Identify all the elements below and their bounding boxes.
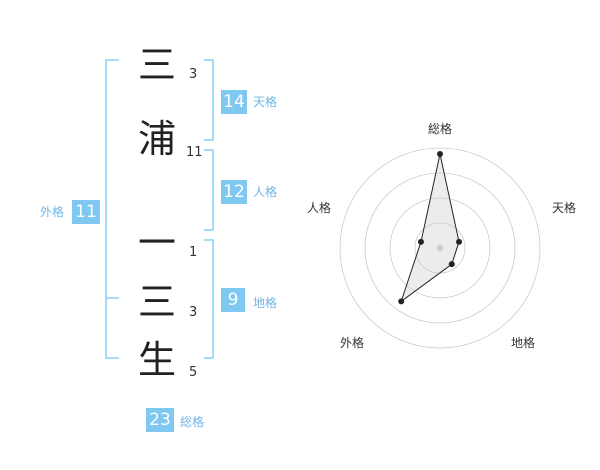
radar-series-polygon — [400, 153, 460, 303]
name-char-4: 三 — [137, 280, 176, 324]
jinkaku-label: 人格 — [253, 185, 278, 199]
radar-point-5 — [417, 238, 424, 245]
stroke-count-3: 1 — [189, 245, 198, 260]
radar-axis-label-chikaku: 地格 — [511, 336, 536, 350]
gaikaku-bracket — [105, 59, 119, 359]
radar-center-dot — [437, 245, 443, 251]
radar-ring-4 — [339, 147, 541, 349]
chikaku-bracket — [204, 239, 214, 359]
stroke-count-5: 5 — [189, 365, 198, 380]
name-char-3: 一 — [137, 221, 176, 265]
name-char-1: 三 — [137, 43, 176, 87]
jinkaku-bracket — [204, 149, 214, 231]
chikaku-badge: 9 — [221, 288, 245, 312]
tenkaku-badge: 14 — [221, 90, 247, 114]
radar-axis-label-gaikaku: 外格 — [340, 336, 365, 350]
soukaku-badge: 23 — [146, 408, 174, 432]
name-char-5: 生 — [137, 338, 176, 382]
tenkaku-bracket — [204, 59, 214, 141]
gaikaku-label: 外格 — [40, 205, 65, 219]
name-char-2: 浦 — [137, 117, 176, 161]
soukaku-label: 総格 — [180, 415, 205, 429]
radar-point-2 — [456, 238, 463, 245]
radar-ring-2 — [389, 197, 491, 299]
radar-ring-3 — [364, 172, 516, 324]
stroke-count-1: 3 — [189, 67, 198, 82]
gaikaku-badge: 11 — [72, 200, 100, 224]
radar-axis-label-jinkaku: 人格 — [307, 201, 332, 215]
stroke-count-2: 11 — [186, 145, 203, 160]
radar-point-4 — [398, 298, 405, 305]
stroke-count-4: 3 — [189, 305, 198, 320]
chikaku-label: 地格 — [253, 296, 278, 310]
tenkaku-label: 天格 — [253, 95, 278, 109]
radar-axis-label-tenkaku: 天格 — [552, 201, 577, 215]
radar-axis-label-soukaku: 総格 — [428, 122, 453, 136]
jinkaku-badge: 12 — [221, 180, 247, 204]
radar-point-1 — [437, 151, 443, 157]
radar-point-3 — [448, 261, 455, 268]
